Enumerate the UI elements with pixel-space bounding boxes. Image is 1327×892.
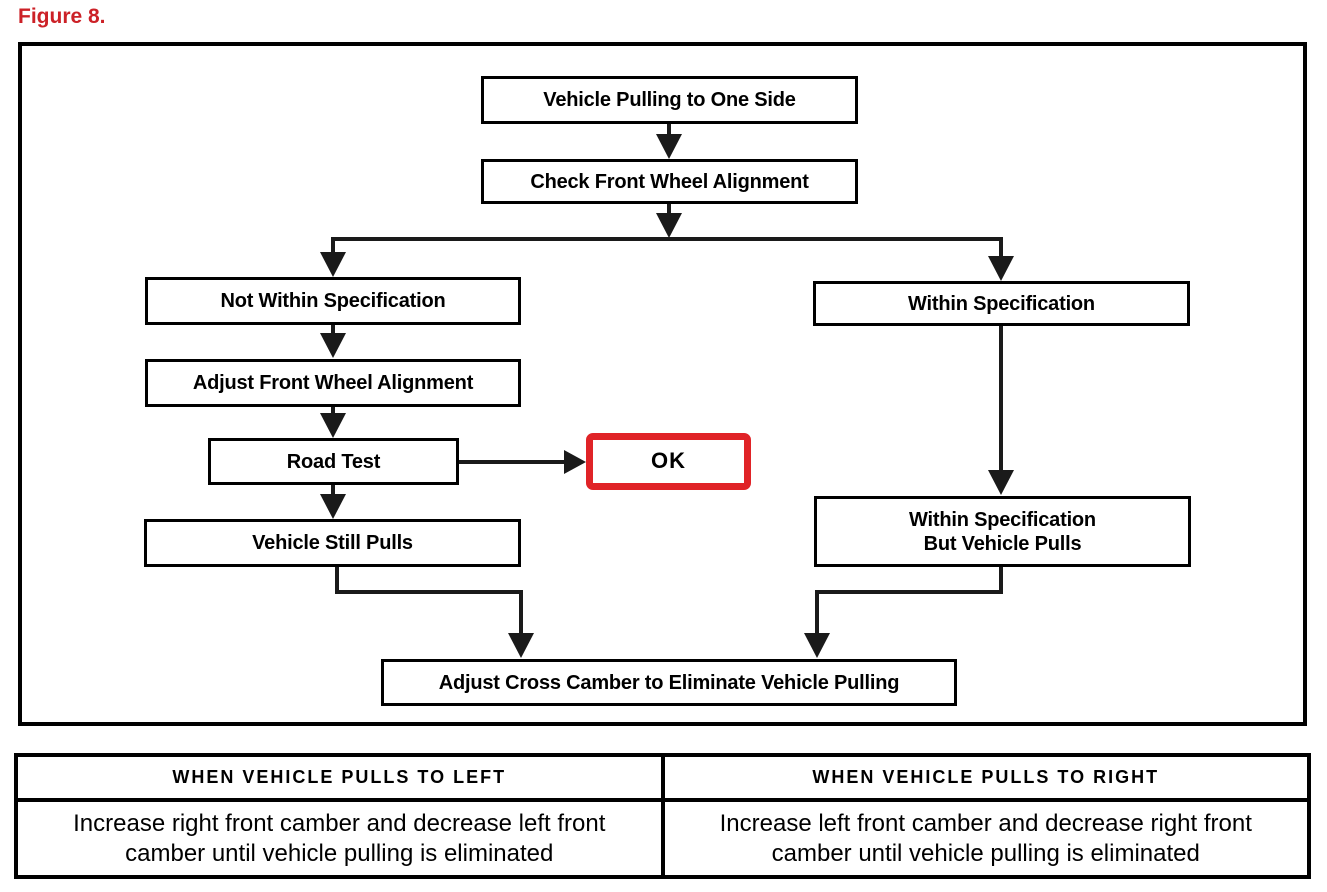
node-vehicle-pulling: Vehicle Pulling to One Side — [481, 76, 858, 124]
node-ok: OK — [586, 433, 751, 490]
spec-body-right: Increase left front camber and decrease … — [719, 810, 1252, 867]
connector-line — [667, 124, 671, 136]
spec-body-left: Increase right front camber and decrease… — [73, 810, 606, 867]
node-adjust-cross-camber: Adjust Cross Camber to Eliminate Vehicle… — [381, 659, 957, 706]
node-not-within-specification: Not Within Specification — [145, 277, 521, 325]
connector-line — [459, 460, 565, 464]
arrow-down-icon — [656, 134, 682, 159]
arrow-down-icon — [988, 256, 1014, 281]
arrow-down-icon — [508, 633, 534, 658]
arrow-down-icon — [320, 494, 346, 519]
camber-spec-table: WHEN VEHICLE PULLS TO LEFT Increase righ… — [14, 753, 1311, 879]
spec-column-pulls-left: WHEN VEHICLE PULLS TO LEFT Increase righ… — [18, 757, 665, 875]
node-within-spec-but-vehicle-pulls: Within Specification But Vehicle Pulls — [814, 496, 1191, 567]
arrow-down-icon — [656, 213, 682, 238]
arrow-right-icon — [564, 450, 586, 474]
connector-line — [331, 325, 335, 335]
spec-header-right: WHEN VEHICLE PULLS TO RIGHT — [664, 757, 1307, 802]
connector-line — [815, 594, 819, 635]
node-within-specification: Within Specification — [813, 281, 1190, 326]
arrow-down-icon — [988, 470, 1014, 495]
node-adjust-front-wheel-alignment: Adjust Front Wheel Alignment — [145, 359, 521, 407]
node-road-test: Road Test — [208, 438, 459, 485]
connector-line — [999, 326, 1003, 472]
connector-line — [335, 590, 523, 594]
node-check-front-wheel-alignment: Check Front Wheel Alignment — [481, 159, 858, 204]
connector-line — [667, 204, 671, 215]
connector-line — [335, 567, 339, 594]
connector-line — [815, 590, 1003, 594]
connector-line — [331, 485, 335, 496]
spec-column-pulls-right: WHEN VEHICLE PULLS TO RIGHT Increase lef… — [664, 757, 1307, 875]
figure-caption: Figure 8. — [18, 5, 106, 28]
node-vehicle-still-pulls: Vehicle Still Pulls — [144, 519, 521, 567]
arrow-down-icon — [804, 633, 830, 658]
arrow-down-icon — [320, 252, 346, 277]
connector-split-bar — [331, 237, 1003, 241]
flowchart-container: Vehicle Pulling to One Side Check Front … — [18, 42, 1307, 726]
connector-line — [999, 567, 1003, 594]
connector-line — [519, 594, 523, 635]
connector-line — [331, 407, 335, 415]
connector-line — [331, 240, 335, 254]
arrow-down-icon — [320, 333, 346, 358]
connector-line — [999, 240, 1003, 258]
arrow-down-icon — [320, 413, 346, 438]
spec-header-left: WHEN VEHICLE PULLS TO LEFT — [18, 757, 661, 802]
